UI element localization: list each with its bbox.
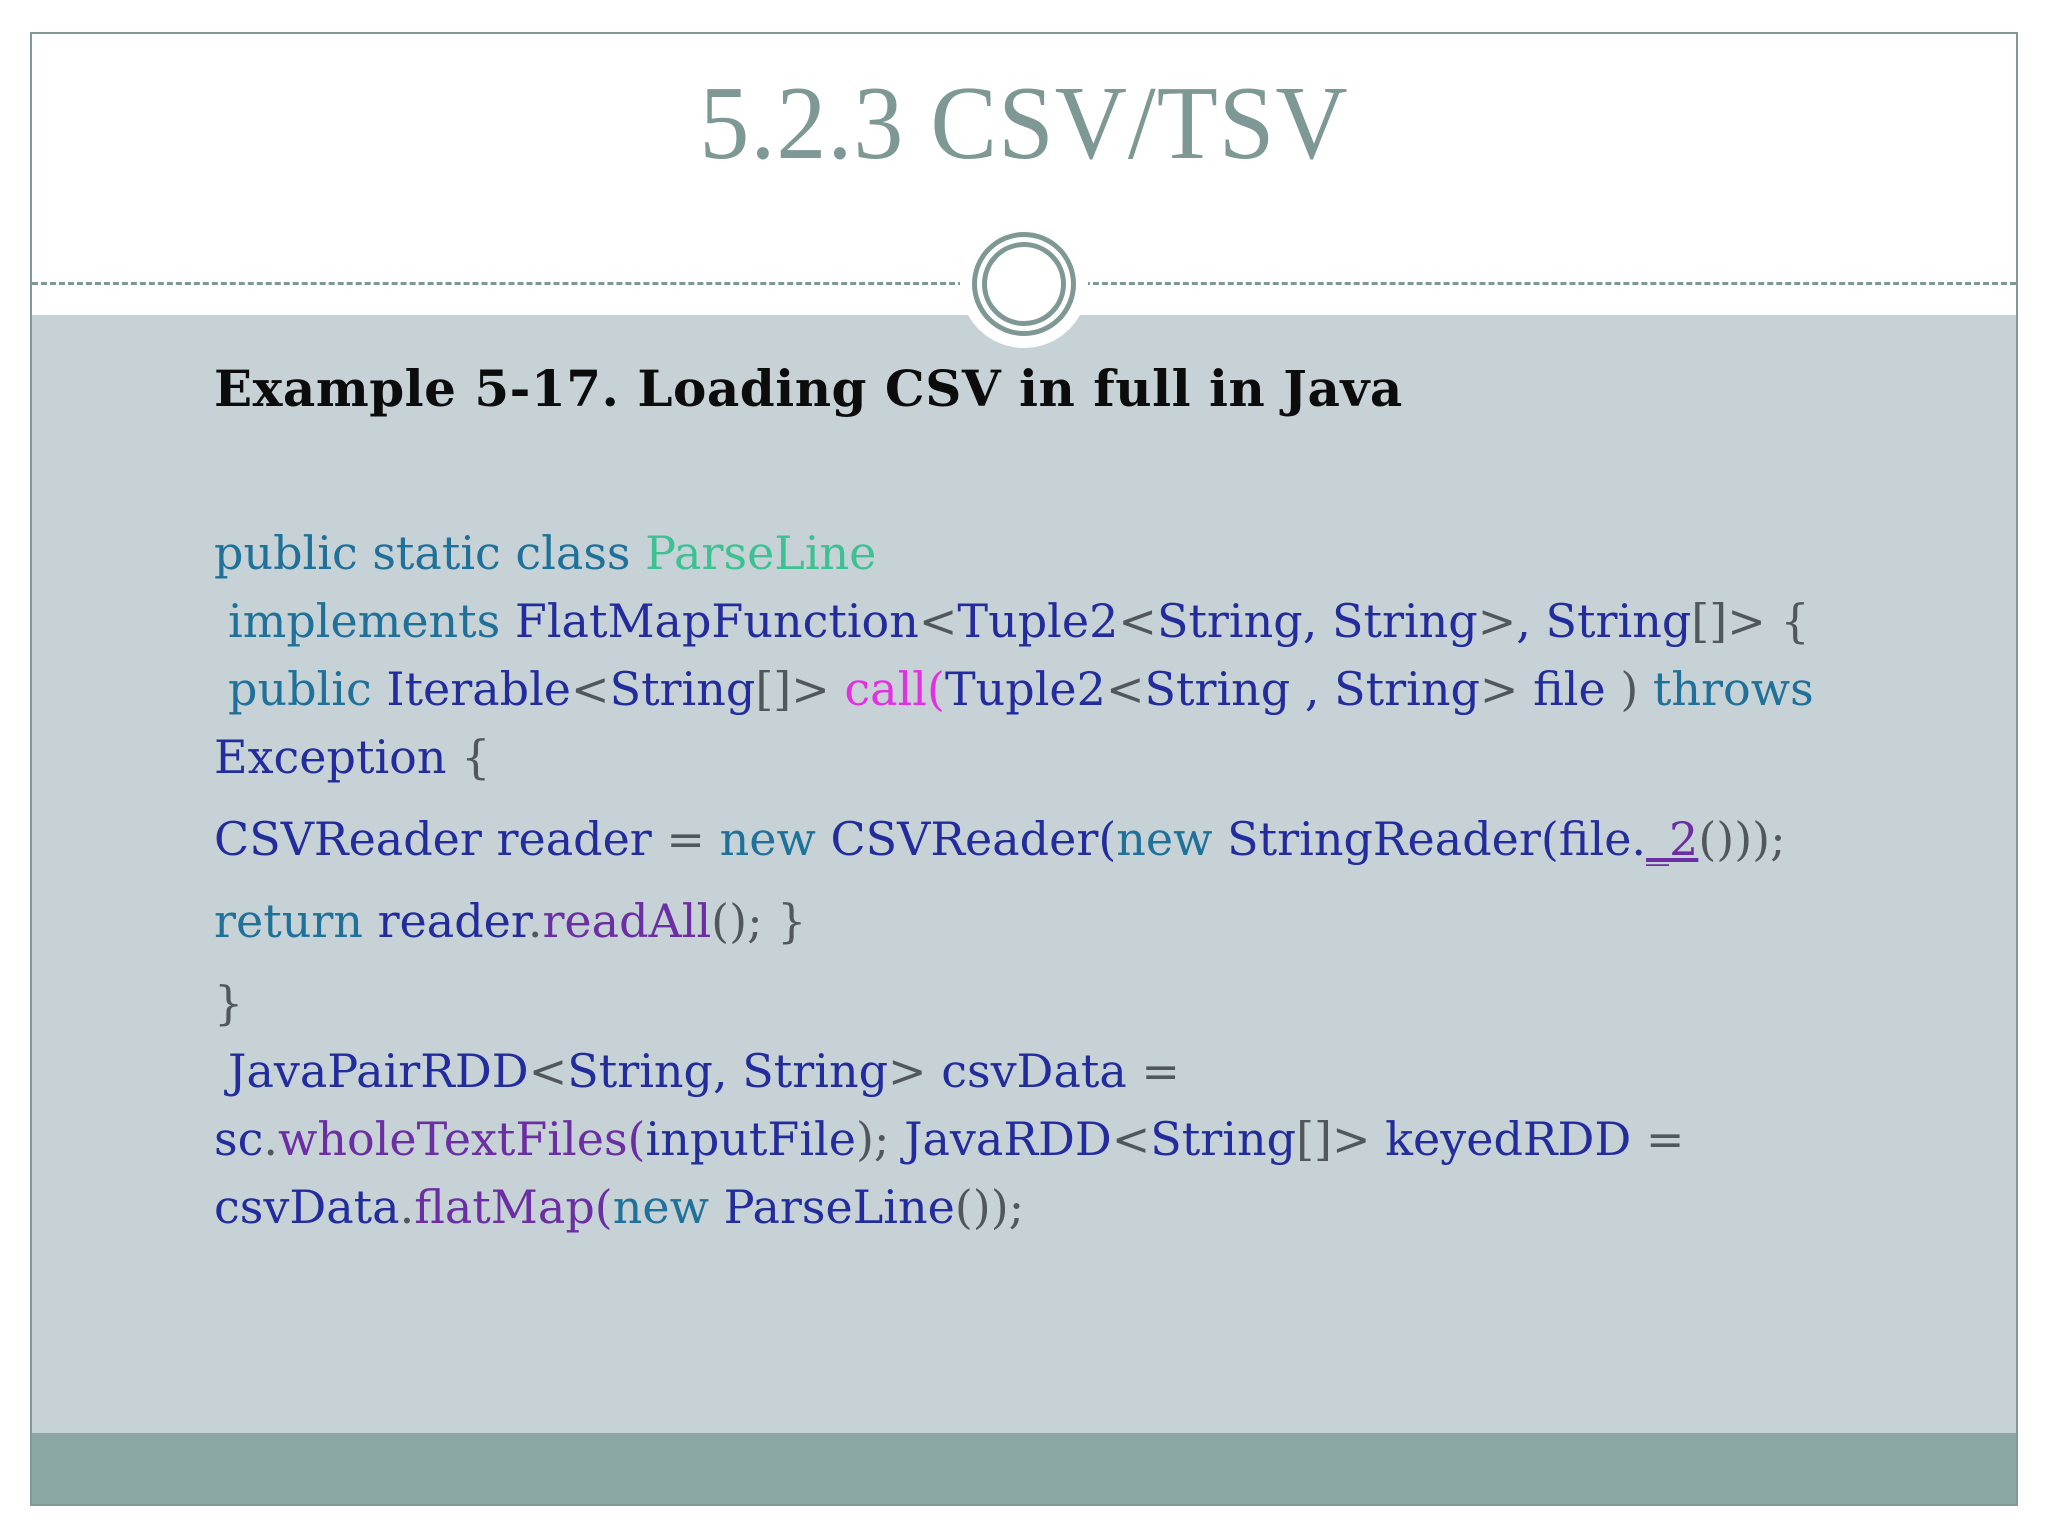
code-token-teal: new xyxy=(719,812,831,866)
code-token-gray: < xyxy=(918,594,958,648)
code-token-gray: ); xyxy=(855,1112,905,1166)
code-token-gray: = xyxy=(666,812,720,866)
code-token-navy: String xyxy=(609,662,756,716)
code-token-gray: < xyxy=(528,1044,568,1098)
code-line: } xyxy=(214,969,1976,1037)
code-token-purple: wholeTextFiles( xyxy=(278,1112,646,1166)
code-line: csvData.flatMap(new ParseLine()); xyxy=(214,1173,1976,1241)
code-token-navy: file xyxy=(1533,662,1621,716)
code-token-navy: CSVReader( xyxy=(830,812,1117,866)
slide: 5.2.3 CSV/TSV Example 5-17. Loading CSV … xyxy=(30,32,2018,1506)
code-token-magenta: call( xyxy=(844,662,945,716)
code-token-gray: > xyxy=(888,1044,942,1098)
code-token-gray: } xyxy=(214,976,244,1030)
code-token-gray: . xyxy=(527,894,543,948)
code-token-teal: implements xyxy=(228,594,515,648)
code-line: return reader.readAll(); } xyxy=(214,887,1976,955)
slide-title: 5.2.3 CSV/TSV xyxy=(699,64,1349,181)
code-token-gray: ) xyxy=(1620,662,1653,716)
code-token-navy: String, String xyxy=(1156,594,1478,648)
code-token-purple: _2 xyxy=(1646,812,1699,866)
code-token-green: ParseLine xyxy=(645,526,877,580)
code-line: JavaPairRDD<String, String> csvData = xyxy=(214,1037,1976,1105)
code-token-gray: < xyxy=(1111,1112,1151,1166)
code-token-navy: csvData xyxy=(214,1180,400,1234)
code-token-teal: public xyxy=(228,662,387,716)
code-token-gray: (); } xyxy=(711,894,807,948)
code-token-gray: []> { xyxy=(1691,594,1810,648)
code-token-teal: public static class xyxy=(214,526,646,580)
code-token-navy: StringReader(file. xyxy=(1227,812,1647,866)
code-line: public Iterable<String[]> call(Tuple2<St… xyxy=(214,655,1976,723)
code-token-gray: . xyxy=(399,1180,415,1234)
code-token-gray: < xyxy=(1105,662,1145,716)
code-token-gray: > xyxy=(1479,662,1534,716)
code-token-gray: { xyxy=(461,730,491,784)
example-heading: Example 5-17. Loading CSV in full in Jav… xyxy=(214,359,1403,418)
code-token-gray: = xyxy=(1645,1112,1685,1166)
footer-bar xyxy=(32,1433,2016,1504)
code-token-navy: sc xyxy=(214,1112,264,1166)
code-token-gray: < xyxy=(1118,594,1157,648)
code-token-navy: String, String xyxy=(567,1044,889,1098)
code-token-purple: readAll xyxy=(542,894,712,948)
code-token-navy: JavaPairRDD xyxy=(228,1044,529,1098)
ornament-inner-ring-icon xyxy=(982,242,1066,326)
code-line: CSVReader reader = new CSVReader(new Str… xyxy=(214,805,1976,873)
code-token-navy: csvData xyxy=(941,1044,1142,1098)
code-line: sc.wholeTextFiles(inputFile); JavaRDD<St… xyxy=(214,1105,1976,1173)
code-token-navy: Tuple2 xyxy=(944,662,1106,716)
code-line: implements FlatMapFunction<Tuple2<String… xyxy=(214,587,1976,655)
code-token-teal: new xyxy=(1116,812,1228,866)
code-token-gray: > xyxy=(1477,594,1517,648)
code-token-navy: Exception xyxy=(214,730,462,784)
code-token-navy: keyedRDD xyxy=(1385,1112,1646,1166)
code-token-gray: = xyxy=(1141,1044,1180,1098)
code-token-purple: flatMap( xyxy=(414,1180,613,1234)
code-token-navy: Iterable xyxy=(386,662,572,716)
code-token-gray: ())); xyxy=(1698,812,1786,866)
code-token-navy: String xyxy=(1150,1112,1297,1166)
code-token-teal: return xyxy=(214,894,378,948)
code-token-gray: []> xyxy=(755,662,845,716)
code-token-navy: , String xyxy=(1516,594,1692,648)
code-token-gray: < xyxy=(571,662,610,716)
code-token-navy: inputFile xyxy=(645,1112,856,1166)
code-token-navy: ParseLine xyxy=(723,1180,955,1234)
code-line: public static class ParseLine xyxy=(214,519,1976,587)
code-token-teal: new xyxy=(612,1180,724,1234)
code-line: Exception { xyxy=(214,723,1976,791)
code-token-navy: String , String xyxy=(1144,662,1480,716)
code-token-navy: Tuple2 xyxy=(957,594,1119,648)
code-token-navy: JavaRDD xyxy=(904,1112,1112,1166)
ornament-outer-ring-icon xyxy=(972,232,1076,336)
content-area: Example 5-17. Loading CSV in full in Jav… xyxy=(32,315,2016,1433)
code-token-gray: . xyxy=(263,1112,278,1166)
code-token-navy: FlatMapFunction xyxy=(514,594,919,648)
code-token-navy: CSVReader reader xyxy=(214,812,667,866)
code-token-gray: ()); xyxy=(954,1180,1025,1234)
code-token-gray: []> xyxy=(1296,1112,1386,1166)
code-token-navy: reader xyxy=(377,894,528,948)
code-token-teal: throws xyxy=(1652,662,1814,716)
